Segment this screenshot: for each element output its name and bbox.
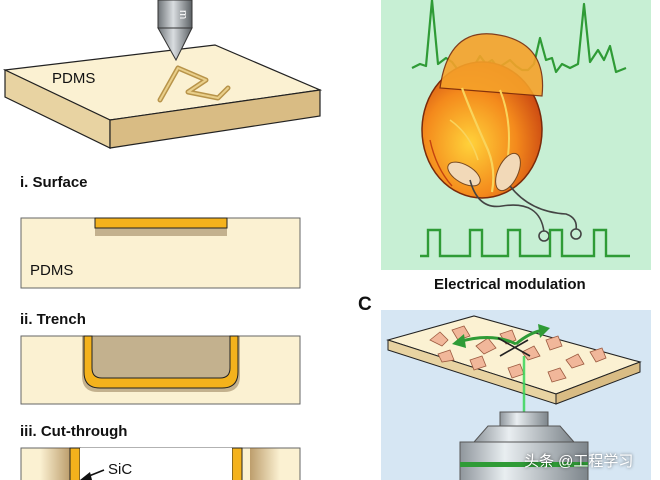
cut-through-cross-section	[20, 447, 301, 480]
svg-text:m: m	[177, 10, 189, 19]
trench-heading: ii. Trench	[20, 311, 86, 328]
heart-icon	[421, 33, 544, 199]
electrode-wire-1	[469, 179, 545, 233]
surface-cross-section	[20, 217, 301, 289]
panel-c-optical-setup	[381, 310, 651, 480]
electrode-2	[570, 228, 582, 240]
stimulation-pulse-train	[420, 228, 630, 258]
pdms-slab-3d	[2, 44, 323, 149]
cut-through-heading: iii. Cut-through	[20, 423, 128, 440]
panel-b-heart-modulation	[381, 0, 651, 270]
cell-cluster	[429, 325, 607, 383]
electrode-1	[538, 230, 550, 242]
pdms-top-label: PDMS	[52, 70, 96, 87]
pdms-surface-label: PDMS	[30, 262, 74, 279]
microscope-objective-icon	[459, 411, 589, 480]
trench-cross-section	[20, 335, 301, 405]
electrical-modulation-caption: Electrical modulation	[434, 276, 586, 293]
watermark-text: 头条 @工程学习	[524, 453, 634, 470]
electrode-wire-2	[509, 185, 578, 231]
sic-label: SiC	[108, 461, 133, 478]
panel-c-letter: C	[358, 294, 372, 315]
surface-heading: i. Surface	[20, 174, 88, 191]
sic-pointer-arrow	[80, 469, 105, 480]
laser-nozzle-icon: m	[157, 0, 193, 62]
